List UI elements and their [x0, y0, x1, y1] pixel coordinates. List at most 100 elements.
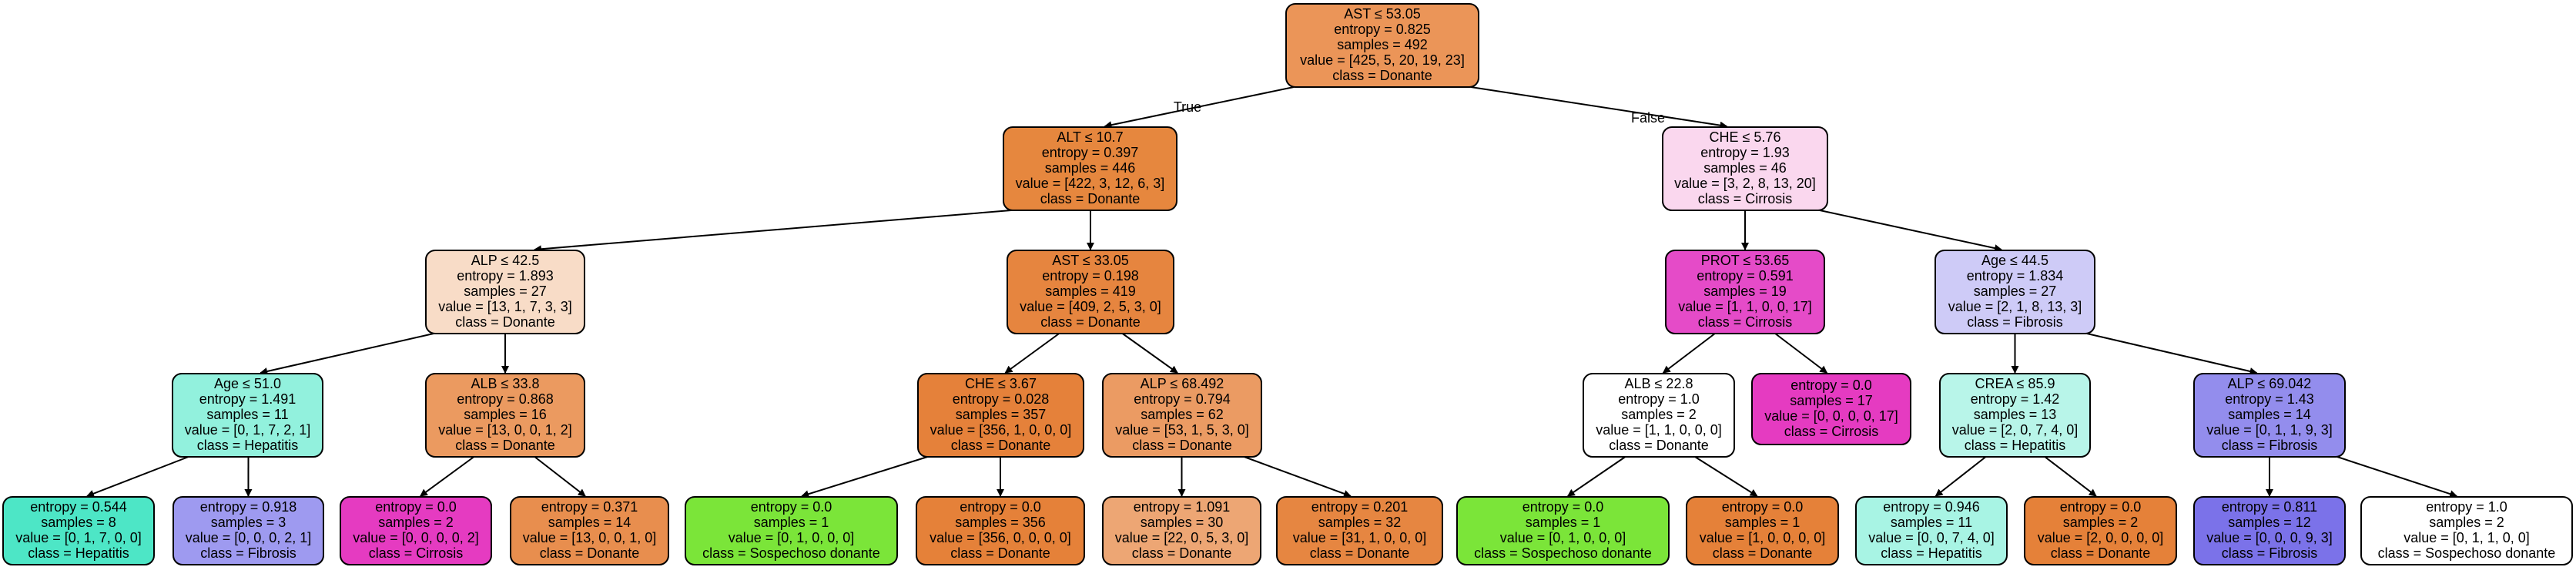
edge-n11-n24 [1694, 456, 1758, 497]
node-box [1003, 126, 1177, 211]
node-box [1583, 373, 1735, 458]
node-line: Age ≤ 44.5 [1981, 253, 2048, 268]
node-box [2024, 496, 2177, 565]
node-box [1276, 496, 1443, 565]
node-line: entropy = 0.544 [30, 499, 127, 515]
edge-n1-n3 [533, 210, 1012, 253]
node-line: entropy = 1.091 [1134, 499, 1231, 515]
node-line: samples = 19 [1703, 284, 1787, 299]
node-line: value = [0, 1, 1, 9, 3] [2206, 422, 2333, 438]
node-line: samples = 17 [1790, 393, 1873, 408]
node-line: entropy = 0.946 [1883, 499, 1980, 515]
node-line: samples = 2 [378, 515, 454, 530]
node-line: CHE ≤ 5.76 [1710, 129, 1781, 145]
node-line: entropy = 0.198 [1042, 268, 1139, 284]
node-line: entropy = 0.371 [541, 499, 638, 515]
node-line: class = Donante [951, 438, 1051, 453]
node-line: value = [1, 1, 0, 0, 17] [1678, 299, 1812, 314]
node-line: entropy = 0.591 [1697, 268, 1794, 284]
edge-n9-n19 [801, 456, 928, 498]
node-line: samples = 2 [2063, 515, 2139, 530]
node-box [1662, 126, 1828, 211]
node-line: class = Cirrosis [369, 545, 464, 561]
node-line: ALP ≤ 69.042 [2228, 376, 2312, 391]
node-line: value = [2, 0, 7, 4, 0] [1952, 422, 2079, 438]
node-line: entropy = 0.794 [1134, 391, 1231, 407]
node-box [2193, 373, 2346, 458]
node-line: samples = 14 [548, 515, 631, 530]
node-box [425, 250, 585, 334]
edge-n7-n15 [86, 456, 189, 498]
node-line: value = [409, 2, 5, 3, 0] [1020, 299, 1161, 314]
node-line: class = Hepatitis [28, 545, 129, 561]
node-line: samples = 11 [1891, 515, 1972, 530]
node-line: value = [2, 0, 0, 0, 0] [2038, 530, 2164, 545]
node-line: samples = 30 [1141, 515, 1224, 530]
node-line: class = Fibrosis [2222, 545, 2318, 561]
node-line: class = Cirrosis [1784, 424, 1879, 439]
node-box [917, 373, 1084, 458]
node-line: class = Donante [1713, 545, 1813, 561]
node-line: CHE ≤ 3.67 [965, 376, 1037, 391]
node-box [1939, 373, 2091, 458]
edge-n4-n10 [1122, 333, 1178, 374]
node-line: value = [13, 0, 0, 1, 0] [523, 530, 657, 545]
edge-n6-n14 [2086, 333, 2258, 375]
edge-n4-n9 [1004, 333, 1060, 374]
node-line: entropy = 0.0 [1790, 377, 1872, 393]
node-box [510, 496, 669, 565]
node-box [1102, 496, 1261, 565]
node-line: value = [1, 0, 0, 0, 0] [1700, 530, 1826, 545]
edge-n5-n11 [1662, 333, 1716, 374]
node-line: value = [356, 0, 0, 0, 0] [930, 530, 1071, 545]
edge-label-true: True [1174, 99, 1201, 115]
node-box [685, 496, 898, 565]
node-line: class = Donante [1332, 68, 1432, 83]
node-line: class = Cirrosis [1698, 191, 1793, 206]
node-line: samples = 492 [1337, 37, 1428, 52]
node-line: samples = 13 [1974, 407, 2057, 422]
node-line: value = [3, 2, 8, 13, 20] [1674, 176, 1816, 191]
node-line: entropy = 0.0 [751, 499, 832, 515]
node-line: samples = 3 [211, 515, 286, 530]
edge-n10-n22 [1244, 456, 1352, 498]
node-box [1751, 373, 1911, 445]
edge-n2-n6 [1819, 210, 2002, 252]
node-line: class = Donante [2051, 545, 2151, 561]
edge-n13-n26 [2044, 456, 2097, 497]
node-box [1007, 250, 1174, 334]
node-line: entropy = 1.834 [1967, 268, 2064, 284]
edge-n11-n23 [1566, 456, 1626, 497]
node-line: entropy = 1.491 [199, 391, 296, 407]
node-box [1285, 3, 1479, 88]
node-box [1102, 373, 1262, 458]
node-line: entropy = 0.825 [1334, 22, 1431, 37]
node-line: class = Hepatitis [1881, 545, 1982, 561]
edge-n3-n7 [260, 333, 434, 375]
node-box [1935, 250, 2095, 334]
node-line: value = [0, 0, 0, 0, 17] [1764, 408, 1898, 424]
node-line: class = Donante [1609, 438, 1709, 453]
node-line: entropy = 0.0 [375, 499, 457, 515]
node-line: value = [2, 1, 8, 13, 3] [1948, 299, 2082, 314]
node-line: value = [356, 1, 0, 0, 0] [930, 422, 1072, 438]
node-line: value = [53, 1, 5, 3, 0] [1115, 422, 1249, 438]
node-line: samples = 1 [754, 515, 829, 530]
node-line: entropy = 1.42 [1971, 391, 2060, 407]
node-line: value = [13, 0, 0, 1, 2] [438, 422, 572, 438]
node-line: class = Donante [950, 545, 1050, 561]
node-line: samples = 2 [1621, 407, 1697, 422]
